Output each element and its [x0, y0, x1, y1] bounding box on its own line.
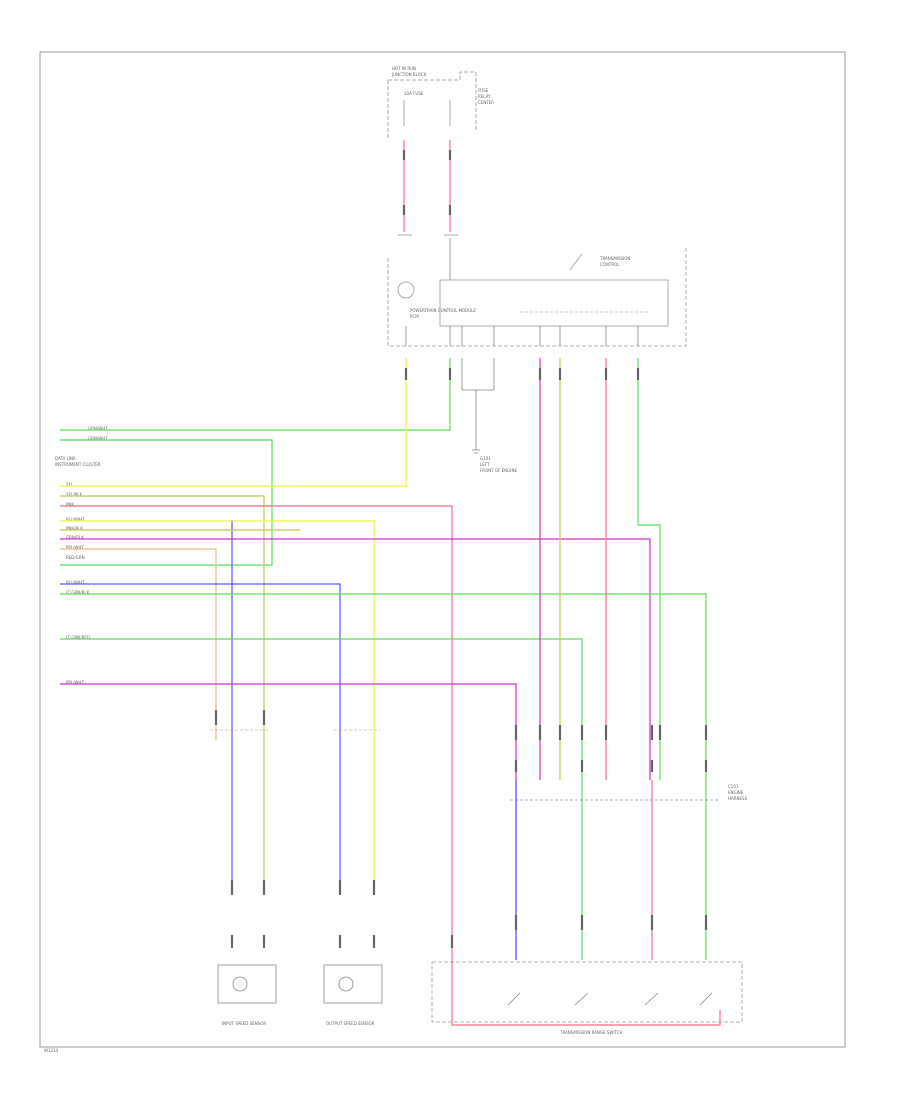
wire-label-8: GRN/BLK — [66, 535, 84, 540]
module-right-1: TRANSMISSION — [599, 256, 630, 261]
fuse-right-1: FUSE — [478, 88, 489, 93]
fuse-right-2: RELAY — [478, 94, 491, 99]
wire-label-13: LT GRN/RED — [66, 635, 90, 640]
engine-connector: C101 ENGINE HARNESS — [510, 784, 748, 801]
connector-label-2: ENGINE — [728, 790, 744, 795]
wire-label-12: LT GRN/BLK — [66, 590, 90, 595]
speed-sensor-input-label: INPUT SPEED SENSOR — [222, 1021, 266, 1026]
wire-label-9: PPL/WHT — [66, 545, 84, 550]
ground-sub-1: LEFT — [480, 462, 490, 467]
fuse-wires — [403, 140, 451, 232]
range-switch: TRANSMISSION RANGE SWITCH — [431, 961, 743, 1035]
speed-sensor-output-label: OUTPUT SPEED SENSOR — [326, 1021, 375, 1026]
module-label: POWERTRAIN CONTROL MODULE — [410, 308, 476, 313]
wire-label-11: BLU/WHT — [66, 580, 85, 585]
diagram-frame — [39, 51, 846, 1048]
wire-label-5: PNK — [66, 502, 74, 507]
ground: G101 LEFT FRONT OF ENGINE — [461, 358, 517, 473]
fuse-text: 10A FUSE — [404, 91, 424, 96]
left-labels: DATA LINK INSTRUMENT CLUSTER GRN/WHT GRN… — [55, 426, 108, 685]
left-head-2: INSTRUMENT CLUSTER — [55, 462, 101, 467]
connector-marks — [214, 368, 708, 948]
speed-sensor-output: OUTPUT SPEED SENSOR — [323, 964, 383, 1026]
wire-label-3: YEL — [65, 482, 74, 487]
corner-code: W1234 — [44, 1048, 59, 1053]
speed-sensor-input: INPUT SPEED SENSOR — [217, 964, 277, 1026]
ground-label: G101 — [480, 456, 491, 461]
module-right-2: CONTROL — [600, 262, 620, 267]
wire-label-4: YEL/BLK — [65, 492, 83, 497]
fuse-box: HOT IN RUN JUNCTION BLOCK 10A FUSE FUSE … — [387, 66, 494, 140]
module-icon — [397, 281, 415, 299]
fuse-right-3: CENTER — [478, 100, 494, 105]
wire-label-14: PPL/WHT — [66, 680, 84, 685]
connector-label-1: C101 — [728, 784, 739, 789]
left-head-1: DATA LINK — [55, 456, 76, 461]
wire-label-6: BLU/WHT — [66, 517, 85, 522]
wire-label-10: RED/GRN — [66, 555, 85, 560]
fuse-box-label: HOT IN RUN — [392, 66, 416, 71]
fuse-box-sub: JUNCTION BLOCK — [391, 72, 427, 77]
wires — [60, 358, 721, 1026]
ground-sub-2: FRONT OF ENGINE — [480, 468, 517, 473]
wire-label-7: PNK/BLK — [66, 526, 83, 531]
module-box: POWERTRAIN CONTROL MODULE PCM TRANSMISSI… — [387, 248, 687, 347]
connector-label-3: HARNESS — [728, 796, 748, 801]
wire-label-1: GRN/WHT — [88, 426, 108, 431]
wire-label-2: GRN/WHT — [88, 436, 108, 441]
range-switch-label: TRANSMISSION RANGE SWITCH — [559, 1030, 623, 1035]
module-sub: PCM — [410, 314, 419, 319]
